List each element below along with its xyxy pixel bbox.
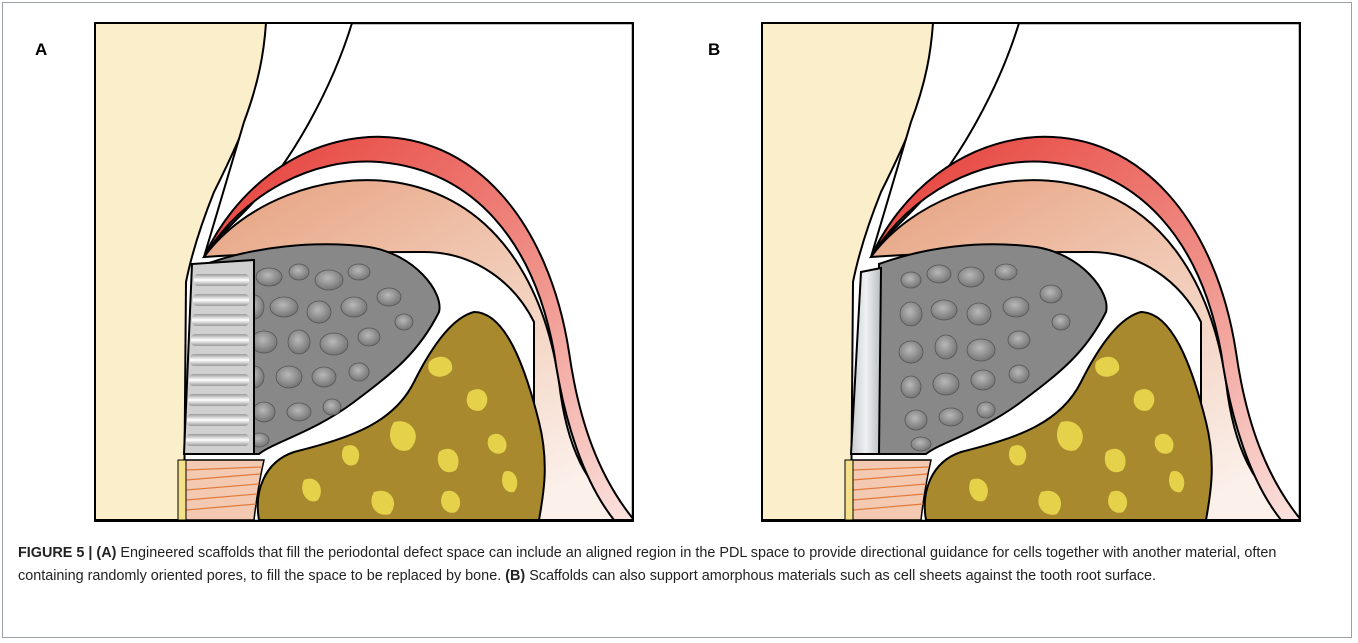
cementum-b <box>845 460 853 520</box>
caption-figure-number: FIGURE 5 | <box>18 545 92 561</box>
figure-caption: FIGURE 5 | (A) Engineered scaffolds that… <box>18 542 1338 587</box>
panel-b-illustration <box>761 22 1301 522</box>
caption-label-a: (A) <box>96 545 116 561</box>
panel-a-illustration <box>94 22 634 522</box>
caption-label-b: (B) <box>505 568 525 584</box>
cementum-a <box>178 460 186 520</box>
aligned-scaffold-a <box>184 260 254 454</box>
panel-label-a: A <box>35 40 47 60</box>
panel-label-b: B <box>708 40 720 60</box>
caption-text-b: Scaffolds can also support amorphous mat… <box>529 568 1156 584</box>
